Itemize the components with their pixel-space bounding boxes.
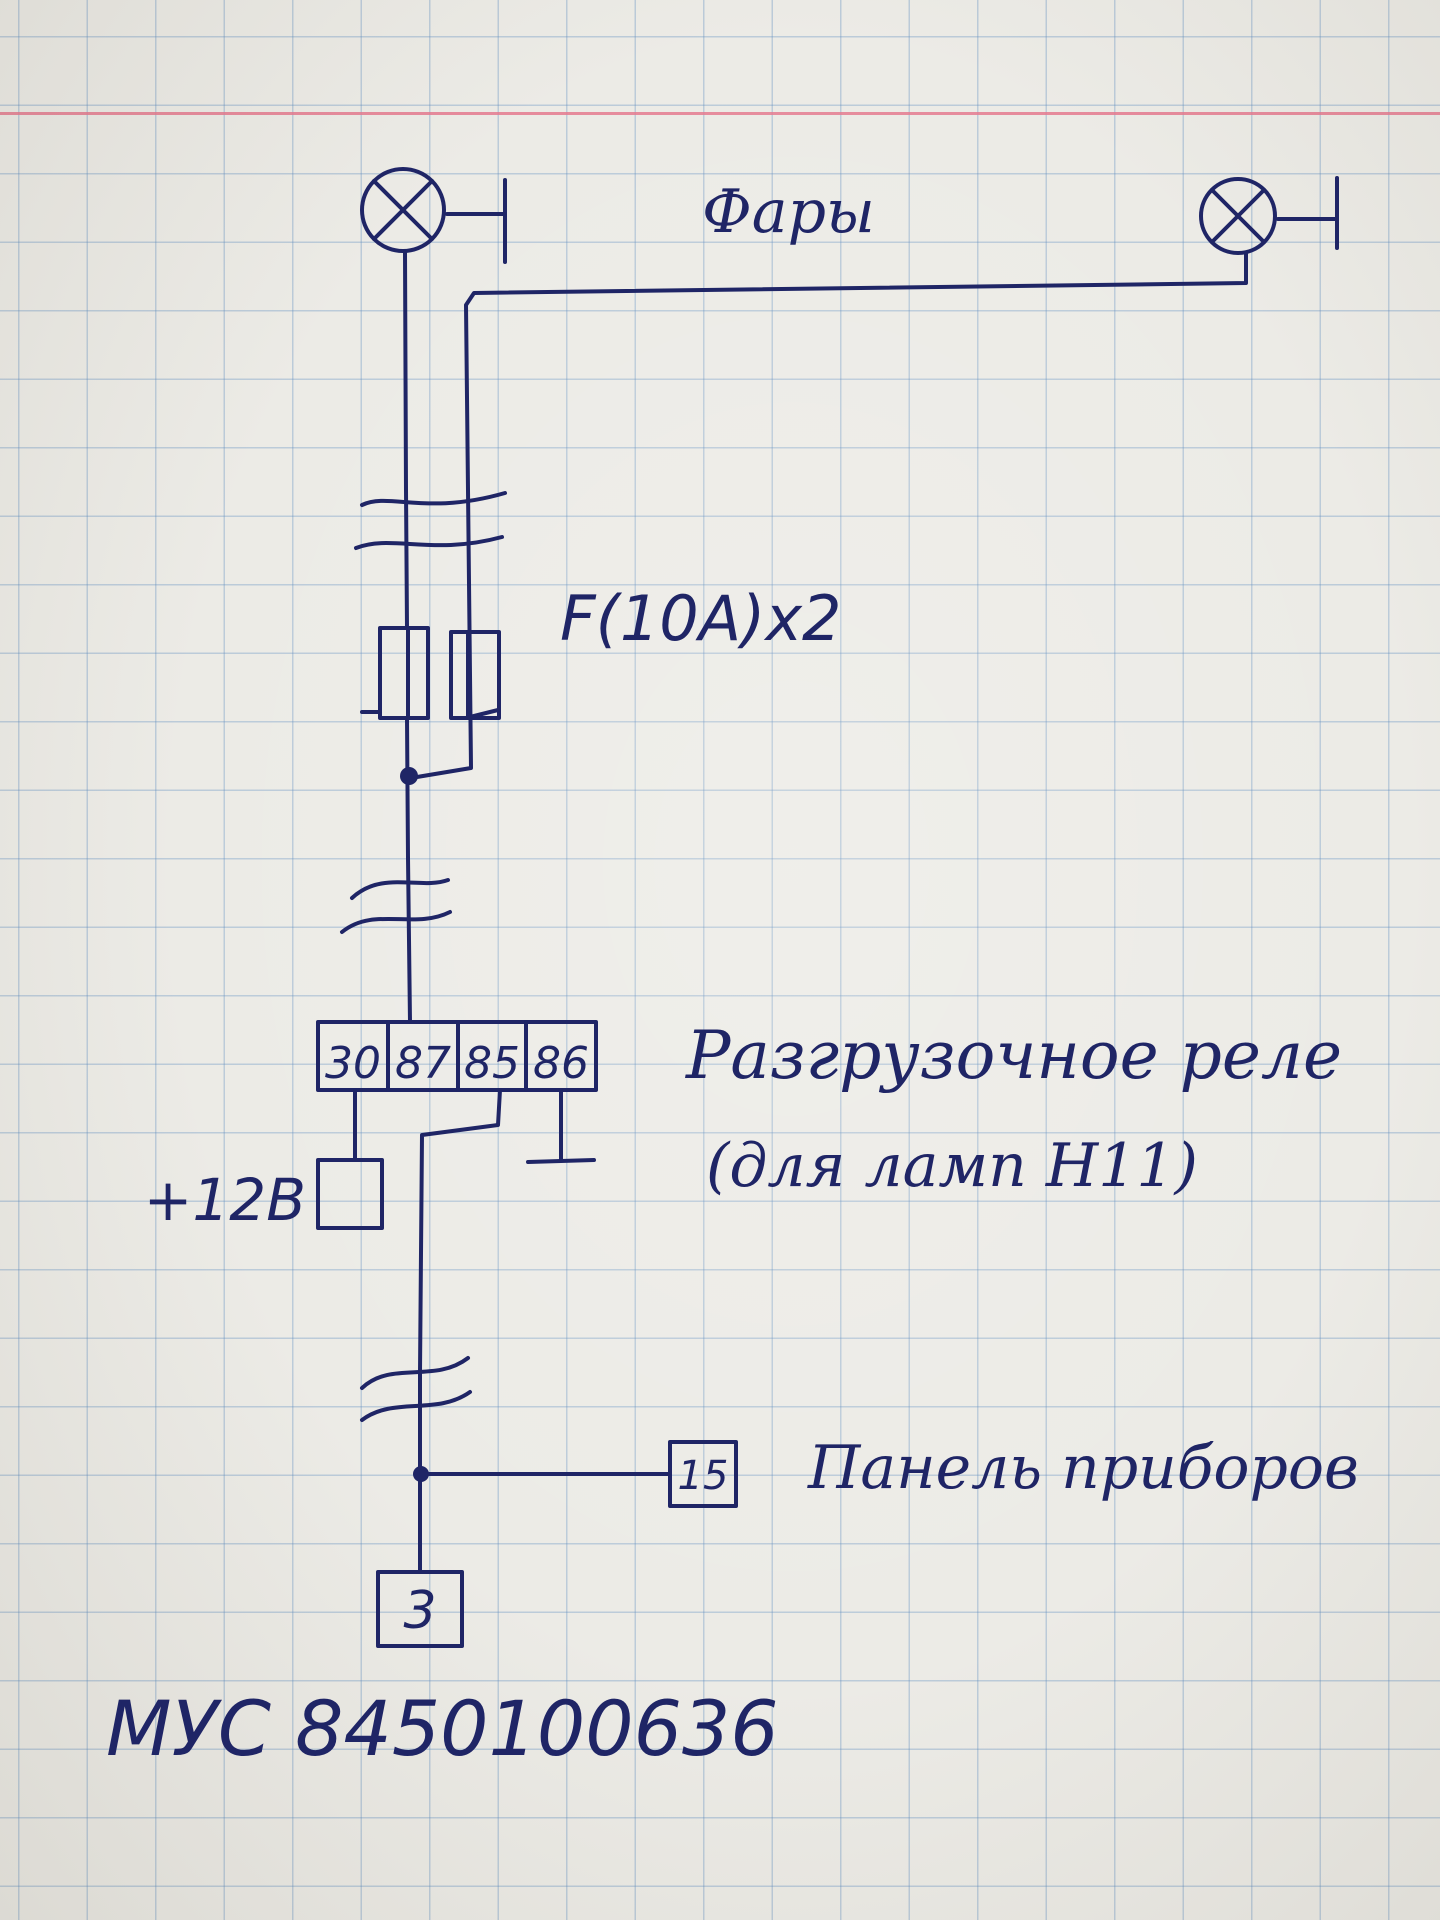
mus-pin-3: 3 xyxy=(403,1581,436,1641)
wire-break-top xyxy=(360,491,507,507)
wire-right-lamp xyxy=(409,251,1248,780)
lamp-left-icon xyxy=(360,167,446,253)
fuse-2-icon xyxy=(449,630,501,720)
ground-right-icon xyxy=(1276,176,1339,250)
relay-pin-85: 85 xyxy=(464,1038,520,1089)
dashboard-pin-15: 15 xyxy=(678,1453,729,1499)
lamp-right-icon xyxy=(1199,177,1277,255)
headlights-label: Фары xyxy=(702,177,875,247)
dashboard-terminal xyxy=(668,1440,738,1508)
relay-title: Разгрузочное реле xyxy=(685,1017,1342,1094)
power-label: +12B xyxy=(144,1166,306,1234)
mus-label: МУС 8450100636 xyxy=(106,1684,779,1773)
wire-left-lamp xyxy=(403,250,409,630)
relay-pin-86: 86 xyxy=(533,1038,589,1089)
mus-terminal xyxy=(376,1570,464,1648)
relay-ground-icon xyxy=(526,1088,596,1164)
relay-pin-30: 30 xyxy=(325,1038,381,1089)
ground-left-icon xyxy=(445,178,507,264)
junction-dot-fuses xyxy=(400,767,418,785)
relay-subtitle: (для ламп H11) xyxy=(706,1131,1198,1201)
red-margin-line xyxy=(0,112,1440,115)
power-terminal xyxy=(316,1158,384,1230)
relay-block xyxy=(316,1020,598,1092)
dashboard-label: Панель приборов xyxy=(807,1433,1359,1503)
wire-pin85 xyxy=(418,1088,502,1572)
fuse-label: F(10A)x2 xyxy=(560,582,841,655)
wire-break-bottom xyxy=(360,1356,470,1390)
wire-fuse-junction xyxy=(405,716,410,860)
fuse-1-icon xyxy=(360,626,430,720)
wire-break-middle xyxy=(350,878,450,900)
relay-pin-87: 87 xyxy=(395,1038,451,1089)
